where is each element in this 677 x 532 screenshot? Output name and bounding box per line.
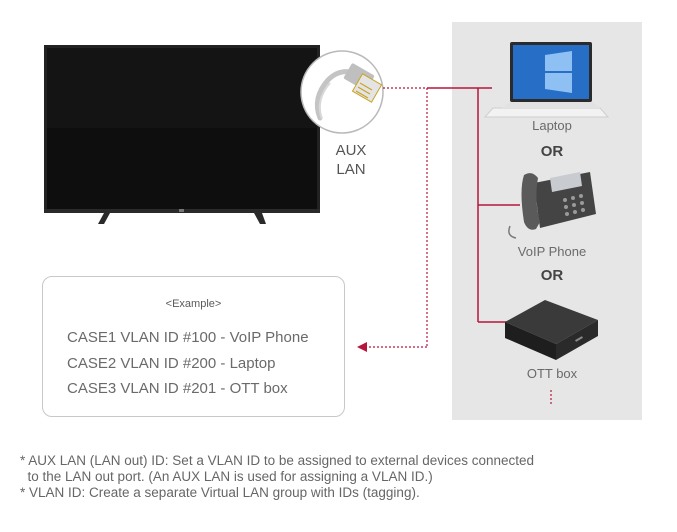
device-label-laptop: Laptop [532,118,572,133]
example-case-3: CASE3 VLAN ID #201 - OTT box [67,380,288,397]
example-case-2: CASE2 VLAN ID #200 - Laptop [67,355,276,372]
aux-lan-label: AUX LAN [326,141,376,179]
device-label-ott-box: OTT box [526,366,578,381]
tv-icon [44,45,320,224]
example-box: <Example> CASE1 VLAN ID #100 - VoIP Phon… [42,276,345,417]
footnote-1: * AUX LAN (LAN out) ID: Set a VLAN ID to… [20,453,535,468]
example-case-1: CASE1 VLAN ID #100 - VoIP Phone [67,329,309,346]
lan-cable-icon [300,50,384,134]
footnote-2: * VLAN ID: Create a separate Virtual LAN… [20,485,420,500]
voip-phone-icon [508,172,596,239]
example-title: <Example> [165,298,222,310]
ott-box-icon [505,300,598,360]
arrow-left-icon [357,342,367,352]
aux-lan-label-line1: AUX [335,142,367,159]
aux-lan-label-line2: LAN [336,161,366,178]
footnotes: * AUX LAN (LAN out) ID: Set a VLAN ID to… [20,453,670,501]
device-label-voip-phone: VoIP Phone [517,244,587,259]
laptop-icon [483,42,610,118]
or-separator: OR [540,143,564,160]
or-separator: OR [540,267,564,284]
footnote-1-cont: to the LAN out port. (An AUX LAN is used… [20,469,433,484]
connection-lines [366,87,552,405]
